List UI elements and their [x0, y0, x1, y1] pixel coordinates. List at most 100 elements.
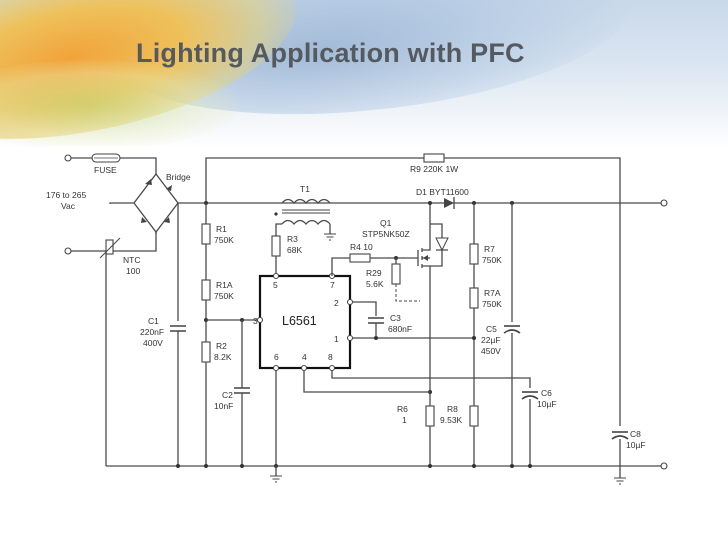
r7a-value: 750K — [482, 299, 502, 309]
r7a-resistor — [469, 287, 479, 309]
diode-d1 — [444, 197, 455, 209]
c1-label: C1 — [148, 316, 159, 326]
mosfet-q1: Q1 STP5NK50Z — [362, 203, 449, 306]
r8-label: R8 — [447, 404, 458, 414]
fuse-label: FUSE — [94, 165, 117, 175]
wire-bridge-bottom — [71, 232, 157, 252]
ac-input: 176 to 265 Vac — [46, 154, 86, 255]
r7-label: R7 — [484, 244, 495, 254]
wire-t1-aux — [275, 223, 282, 234]
wire-r29-dashed — [395, 284, 420, 302]
node-g1 — [176, 464, 180, 468]
c1-voltage: 400V — [143, 338, 163, 348]
input-voltage-label: 176 to 265 — [46, 190, 86, 200]
node-g5 — [428, 464, 432, 468]
t1-ground-icon — [324, 233, 336, 241]
r9-label: R9 220K 1W — [410, 164, 458, 174]
ntc-label: NTC — [123, 255, 140, 265]
r6-label: R6 — [397, 404, 408, 414]
r6-resistor — [425, 405, 435, 427]
dc-output-positive — [660, 199, 668, 207]
ic-pin4: 4 — [302, 352, 307, 362]
r4-resistor — [349, 253, 371, 263]
ground-icon — [270, 475, 282, 483]
capacitor-c6 — [521, 391, 539, 400]
wire-pin7 — [331, 257, 350, 276]
c6-label: C6 — [541, 388, 552, 398]
node-drain — [428, 201, 432, 205]
slide-title: Lighting Application with PFC — [136, 38, 525, 68]
ntc-thermistor: NTC 100 — [99, 237, 140, 276]
c3-value: 680nF — [388, 324, 412, 334]
capacitor-c5 — [503, 325, 521, 334]
r1a-value: 750K — [214, 291, 234, 301]
capacitor-c8 — [611, 431, 629, 440]
capacitor-c2 — [234, 387, 250, 394]
pfc-schematic: 176 to 265 Vac FUSE Bridge NTC 100 R9 22… — [44, 146, 679, 492]
ic-pin6: 6 — [274, 352, 279, 362]
c8-value: 10µF — [626, 440, 646, 450]
r7-resistor — [469, 243, 479, 265]
wire-pin8 — [331, 371, 531, 388]
node-g8 — [528, 464, 532, 468]
r29-resistor — [391, 263, 401, 285]
r2-resistor — [201, 341, 211, 363]
capacitor-c3 — [368, 317, 384, 324]
r3-value: 68K — [287, 245, 302, 255]
ic-pin1: 1 — [334, 334, 339, 344]
q1-label: Q1 — [380, 218, 392, 228]
node-fb — [472, 336, 476, 340]
r29-value: 5.6K — [366, 279, 384, 289]
r3-label: R3 — [287, 234, 298, 244]
wire-r9-left — [205, 157, 424, 203]
c2-label: C2 — [222, 390, 233, 400]
fuse: FUSE — [91, 153, 121, 175]
r4-label: R4 10 — [350, 242, 373, 252]
node-g3 — [240, 464, 244, 468]
c8-ground-icon — [614, 477, 626, 485]
capacitor-c1 — [170, 325, 186, 332]
dc-output-negative — [660, 462, 668, 470]
c1-value: 220nF — [140, 327, 164, 337]
r7-value: 750K — [482, 255, 502, 265]
r1a-resistor — [201, 279, 211, 301]
node-g7 — [510, 464, 514, 468]
title-banner — [0, 0, 728, 150]
wire-r9-right — [444, 157, 621, 426]
r8-value: 9.53K — [440, 415, 463, 425]
c3-label: C3 — [390, 313, 401, 323]
q1-part: STP5NK50Z — [362, 229, 410, 239]
d1-label: D1 BYT11600 — [416, 187, 469, 197]
r1a-label: R1A — [216, 280, 233, 290]
ic-pin5: 5 — [273, 280, 278, 290]
bridge-rectifier: Bridge — [133, 172, 191, 234]
transformer-t1: T1 — [274, 184, 331, 225]
wire-pin4 — [303, 371, 430, 393]
r6-value: 1 — [402, 415, 407, 425]
c5-label: C5 — [486, 324, 497, 334]
ic-pin3: 3 — [253, 316, 258, 326]
ic-name: L6561 — [282, 314, 317, 328]
ac-terminal-top — [64, 154, 72, 162]
ic-l6561: L6561 5 7 2 1 3 6 4 8 — [253, 272, 354, 372]
r2-value: 8.2K — [214, 352, 232, 362]
ic-pin7: 7 — [330, 280, 335, 290]
r3-resistor — [271, 235, 281, 257]
r1-value: 750K — [214, 235, 234, 245]
ic-pin8: 8 — [328, 352, 333, 362]
c5-value: 22µF — [481, 335, 501, 345]
r7a-label: R7A — [484, 288, 501, 298]
r2-label: R2 — [216, 341, 227, 351]
bridge-label: Bridge — [166, 172, 191, 182]
c2-value: 10nF — [214, 401, 233, 411]
node-pin1 — [374, 336, 378, 340]
r9-resistor — [423, 153, 445, 163]
schematic-svg: 176 to 265 Vac FUSE Bridge NTC 100 R9 22… — [46, 153, 668, 485]
input-vac-label: Vac — [61, 201, 76, 211]
node-g2 — [204, 464, 208, 468]
wire-fuse — [71, 157, 157, 174]
r1-resistor — [201, 223, 211, 245]
c5-voltage: 450V — [481, 346, 501, 356]
wire-bridge-left — [109, 202, 134, 204]
r29-label: R29 — [366, 268, 382, 278]
